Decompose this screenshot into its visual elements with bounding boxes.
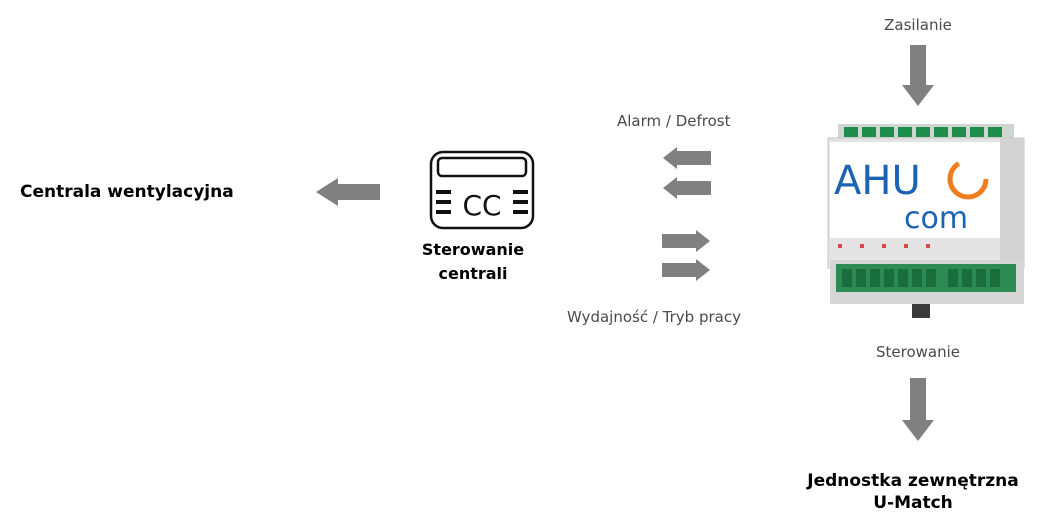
arrow-left-to-ahu — [316, 178, 380, 206]
arrow-signal-in-1 — [663, 147, 711, 169]
signals-in-label: Alarm / Defrost — [617, 112, 731, 130]
signals-out-label: Wydajność / Tryb pracy — [567, 308, 741, 326]
device-logo-top: AHU — [834, 158, 921, 204]
arrow-signal-out-2 — [662, 259, 710, 281]
outdoor-unit-label: Jednostka zewnętrzna U-Match — [778, 470, 1046, 514]
outdoor-unit-label-line2: U-Match — [873, 493, 953, 513]
controller-label-line2: centrali — [438, 264, 508, 283]
control-label: Sterowanie — [875, 343, 960, 361]
outdoor-unit-label-line1: Jednostka zewnętrzna — [807, 471, 1019, 491]
ahu-com-device: AHU com — [827, 124, 1025, 318]
controller-label-line1: Sterowanie — [421, 240, 525, 259]
ahu-unit-label: Centrala wentylacyjna — [20, 182, 234, 202]
controller-icon-text: CC — [462, 189, 501, 222]
controller-label: Sterowanie centrali — [403, 238, 543, 286]
device-logo-bottom: com — [904, 201, 968, 236]
controller-icon: CC — [429, 150, 535, 230]
logo-swirl-icon — [947, 158, 989, 200]
arrow-power-down — [902, 45, 934, 106]
arrow-signal-out-1 — [662, 230, 710, 252]
arrow-control-down — [902, 378, 934, 441]
power-label: Zasilanie — [884, 16, 952, 34]
arrow-signal-in-2 — [663, 177, 711, 199]
